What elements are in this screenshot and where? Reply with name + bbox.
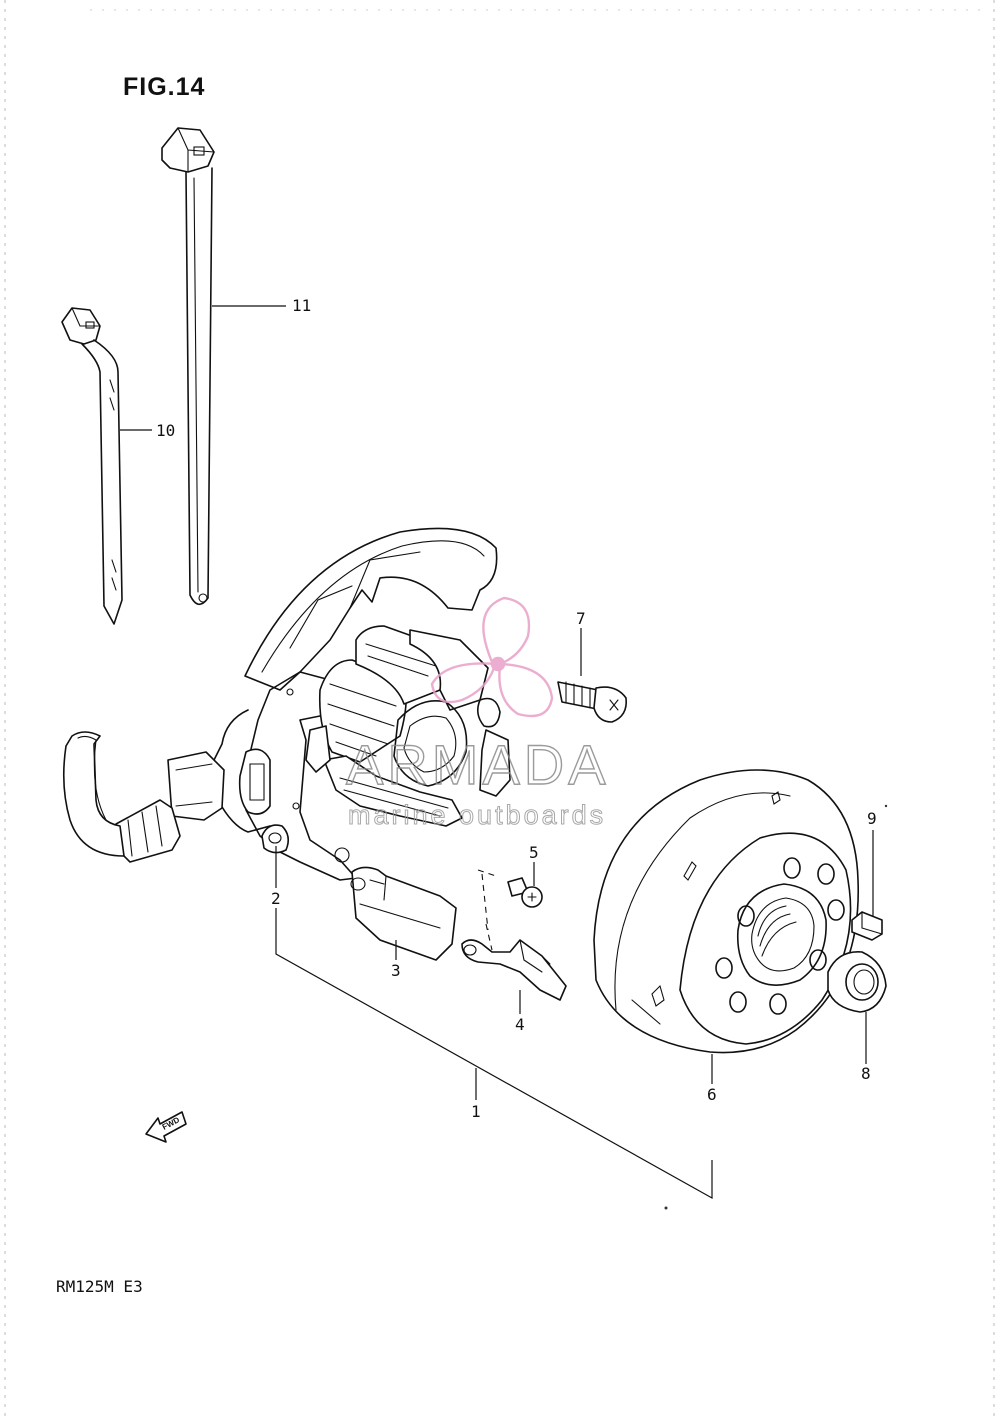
part-3-pickup-coil: [350, 866, 457, 961]
part-6-flywheel-rotor: [593, 769, 860, 1054]
part-4-bracket: [461, 939, 567, 1001]
callout-1: 1: [471, 1102, 481, 1121]
watermark-brand: ARMADA: [346, 733, 610, 796]
callout-11: 11: [292, 296, 311, 315]
watermark-tagline: marine outboards: [348, 800, 606, 830]
model-designation: RM125M E3: [56, 1277, 143, 1296]
leader-lines: [120, 305, 874, 1200]
speck: [664, 1206, 668, 1210]
callout-2: 2: [271, 889, 281, 908]
callout-8: 8: [861, 1064, 871, 1083]
callout-4: 4: [515, 1015, 525, 1034]
propeller-logo-icon: [430, 596, 554, 718]
part-9-key: [851, 911, 883, 941]
part-8-nut: [827, 951, 887, 1013]
callout-9: 9: [867, 809, 877, 828]
part-5-screw: [507, 877, 543, 908]
callout-7: 7: [576, 609, 586, 628]
alignment-dashed-line: [477, 869, 497, 951]
figure-title: FIG.14: [123, 73, 205, 101]
part-2-grommet: [261, 824, 290, 854]
callout-6: 6: [707, 1085, 717, 1104]
part-1-stator-assembly: [62, 527, 511, 881]
fwd-arrow-icon: FWD: [145, 1111, 187, 1143]
part-7-bolt: [557, 681, 628, 723]
speck: [884, 804, 888, 808]
watermark: ARMADA marine outboards: [345, 596, 610, 831]
callout-3: 3: [391, 961, 401, 980]
callout-10: 10: [156, 421, 175, 440]
part-11-cable-tie: [161, 127, 215, 606]
callout-5: 5: [529, 843, 539, 862]
part-10-cable-tie: [61, 307, 123, 625]
